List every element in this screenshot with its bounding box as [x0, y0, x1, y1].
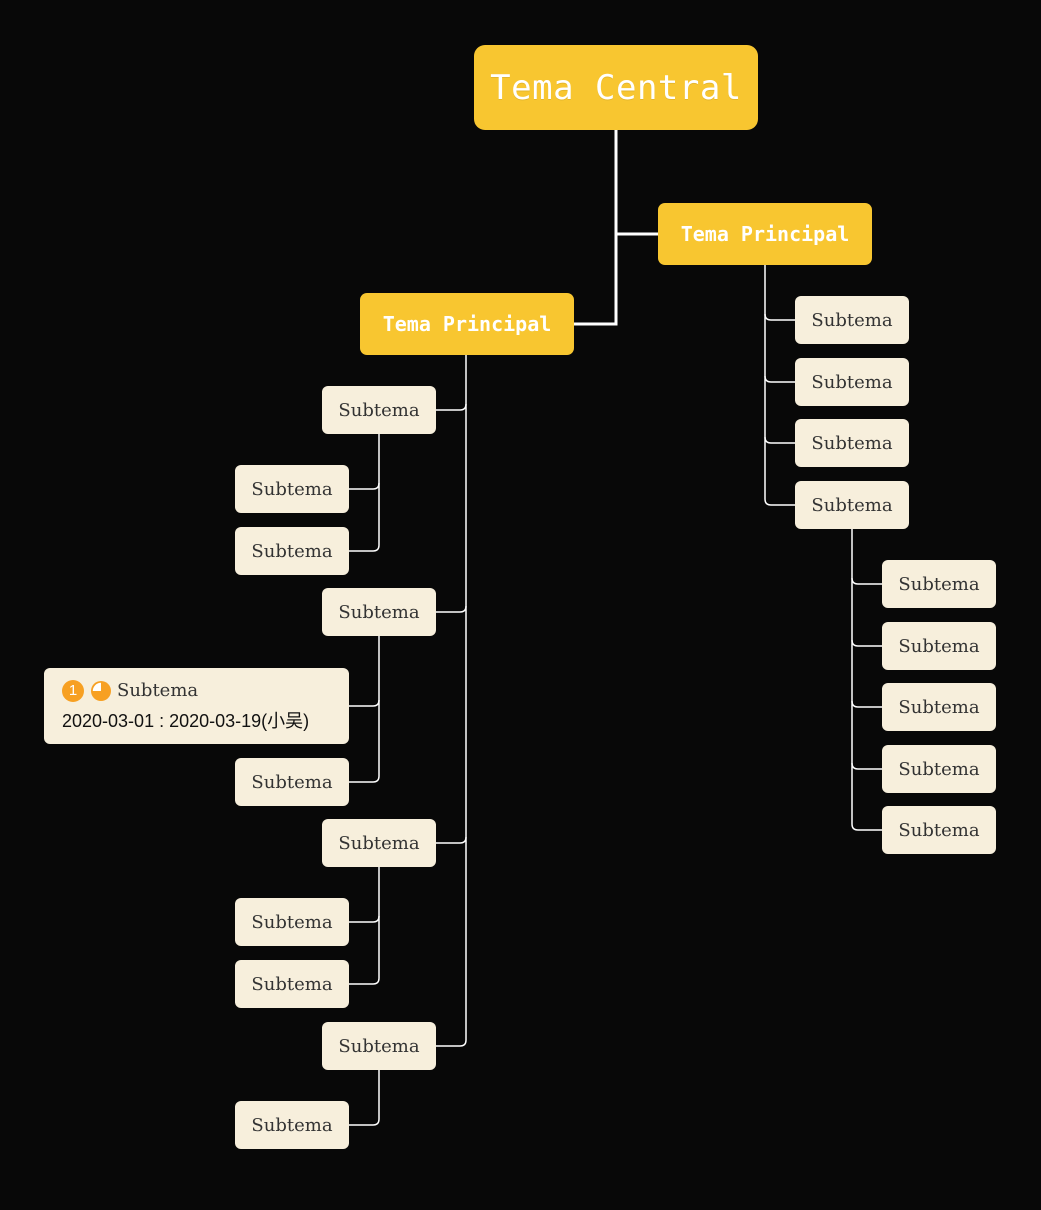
subtopic[interactable]: Subtema — [322, 588, 436, 636]
connector — [436, 606, 467, 844]
subtopic[interactable]: Subtema — [235, 758, 349, 806]
connector — [436, 355, 467, 411]
connector — [851, 763, 882, 831]
subtopic[interactable]: Subtema — [322, 1022, 436, 1070]
subtopic[interactable]: Subtema — [322, 386, 436, 434]
connector — [349, 867, 380, 923]
subtopic[interactable]: Subtema — [882, 622, 996, 670]
connector — [349, 483, 380, 552]
connector — [764, 265, 795, 321]
central-topic[interactable]: Tema Central — [474, 45, 758, 130]
connector — [851, 578, 882, 647]
subtopic-label: Subtema — [117, 680, 199, 701]
connector — [764, 437, 795, 506]
connector — [851, 701, 882, 770]
connector — [614, 130, 658, 236]
subtopic[interactable]: Subtema — [882, 560, 996, 608]
connector — [349, 916, 380, 985]
connector — [436, 404, 467, 613]
subtopic[interactable]: Subtema — [235, 465, 349, 513]
connector — [764, 314, 795, 383]
connector — [851, 529, 882, 585]
connector — [349, 1070, 380, 1126]
connector — [573, 234, 618, 326]
subtopic[interactable]: Subtema — [235, 898, 349, 946]
subtopic[interactable]: Subtema — [882, 745, 996, 793]
priority-badge-icon: 1 — [62, 679, 84, 702]
connector — [764, 376, 795, 444]
subtopic[interactable]: Subtema — [235, 527, 349, 575]
main-topic-right[interactable]: Tema Principal — [658, 203, 872, 265]
subtopic[interactable]: Subtema — [235, 1101, 349, 1149]
connector — [349, 700, 380, 783]
subtopic[interactable]: Subtema — [235, 960, 349, 1008]
subtopic[interactable]: Subtema — [322, 819, 436, 867]
subtopic[interactable]: Subtema — [795, 419, 909, 467]
connector — [436, 837, 467, 1047]
subtopic[interactable]: Subtema — [882, 806, 996, 854]
pie-progress-icon — [91, 680, 111, 701]
subtopic[interactable]: Subtema — [795, 481, 909, 529]
subtopic[interactable]: Subtema — [882, 683, 996, 731]
connector — [851, 640, 882, 708]
connector — [349, 434, 380, 490]
connector — [349, 636, 380, 707]
subtopic[interactable]: Subtema — [795, 296, 909, 344]
main-topic-left[interactable]: Tema Principal — [360, 293, 574, 355]
task-header: 1 Subtema — [62, 679, 199, 702]
subtopic-with-task-info[interactable]: 1 Subtema 2020-03-01 : 2020-03-19(小吴) — [44, 668, 349, 744]
task-dates: 2020-03-01 : 2020-03-19(小吴) — [62, 710, 310, 731]
subtopic[interactable]: Subtema — [795, 358, 909, 406]
